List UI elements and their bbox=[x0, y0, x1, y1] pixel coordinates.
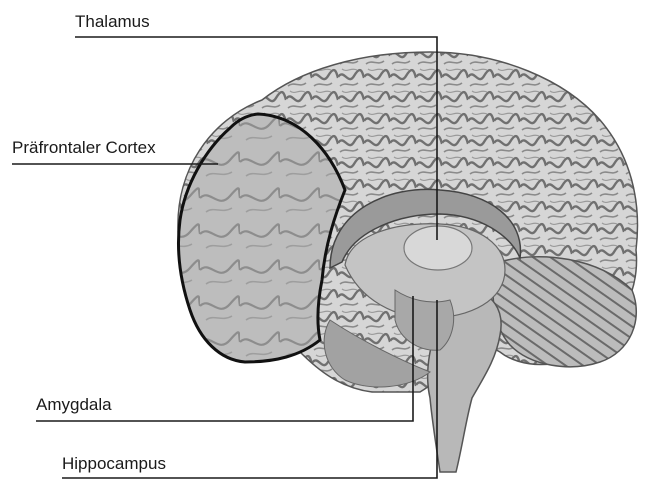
thalamus-label: Thalamus bbox=[75, 13, 150, 30]
hippocampus-label: Hippocampus bbox=[62, 455, 166, 472]
thalamus-region bbox=[404, 226, 472, 270]
prefrontal-cortex-label: Präfrontaler Cortex bbox=[12, 139, 156, 156]
amygdala-label: Amygdala bbox=[36, 396, 112, 413]
